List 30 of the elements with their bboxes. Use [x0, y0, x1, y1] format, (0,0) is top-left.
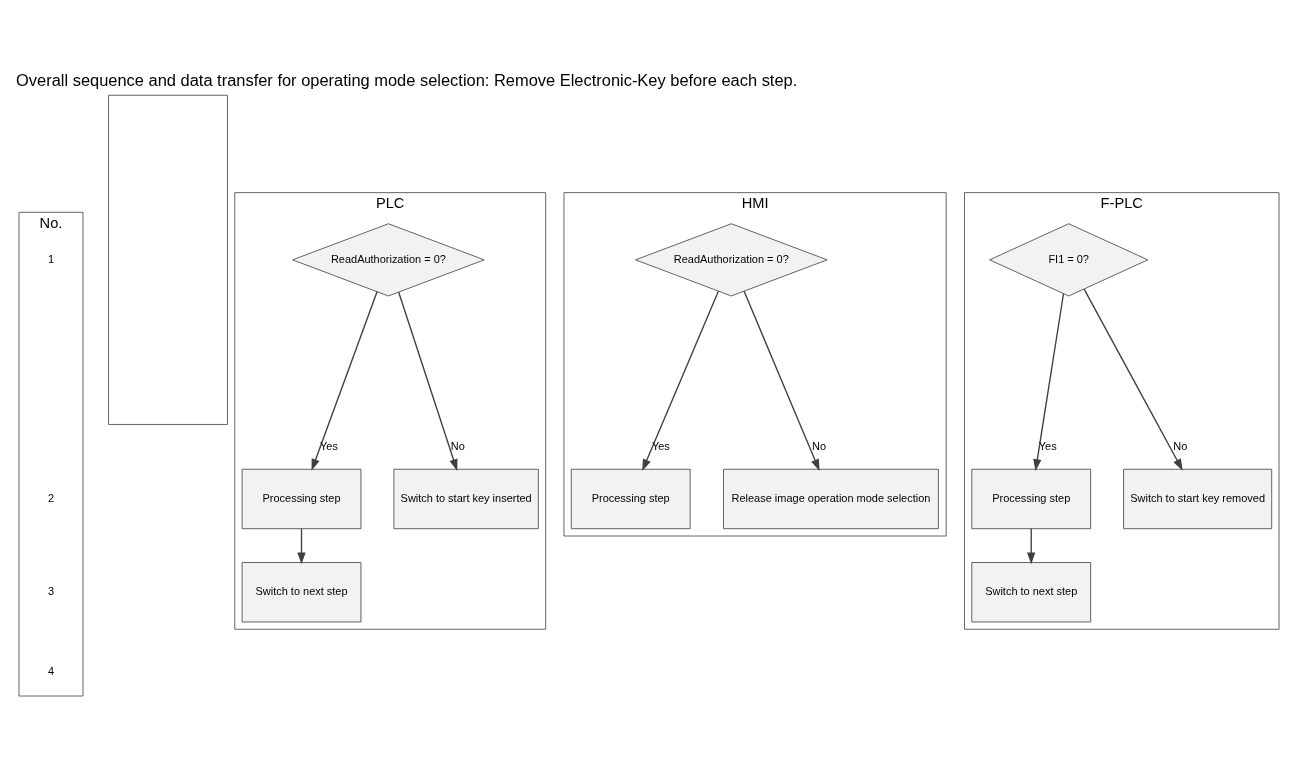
arrow	[398, 291, 458, 471]
node-box: Processing step	[971, 468, 1092, 530]
arrow	[743, 290, 820, 472]
edge-label: Yes	[320, 439, 338, 452]
arrow	[1027, 528, 1036, 565]
arrow	[1083, 288, 1183, 471]
node-box: Switch to start key inserted	[393, 468, 539, 530]
node-diamond: ReadAuthorization = 0?	[292, 223, 485, 297]
edge-label: No	[1173, 439, 1188, 452]
arrow	[297, 528, 306, 565]
node-diamond: FI1 = 0?	[989, 223, 1149, 297]
node-box: Switch to start key removed	[1123, 468, 1273, 530]
node-box	[108, 94, 228, 425]
diagram-title: Overall sequence and data transfer for operating mode selection: Remove Electronic-Key before each step.	[16, 71, 798, 90]
node-box: Switch to next step	[971, 562, 1092, 623]
node-box: Processing step	[570, 468, 691, 530]
edge-label: No	[812, 439, 827, 452]
arrow	[642, 290, 720, 472]
node-text: 1	[47, 252, 55, 265]
node-box: Processing step	[241, 468, 362, 530]
arrow	[1033, 293, 1065, 472]
edge-label: Yes	[651, 439, 670, 452]
node-text: 3	[47, 585, 55, 598]
node-text: 4	[47, 665, 55, 678]
node-text: 2	[47, 491, 55, 504]
arrow	[311, 291, 378, 471]
node-box: Switch to next step	[241, 562, 362, 623]
node-box: Release image operation mode selection	[723, 468, 939, 530]
edge-label: No	[450, 439, 465, 452]
node-diamond: ReadAuthorization = 0?	[635, 223, 828, 297]
